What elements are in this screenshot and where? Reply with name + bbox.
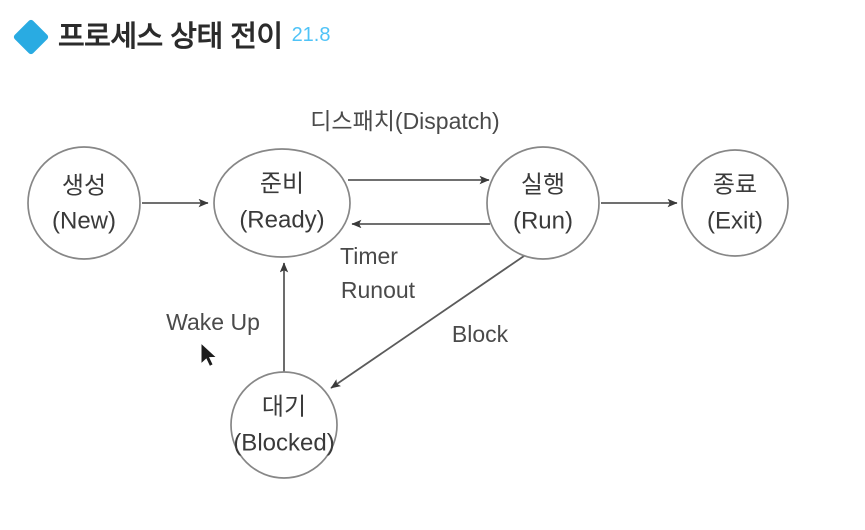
process-state-transition-diagram: 디스패치(Dispatch) Timer Runout Block Wake U… xyxy=(0,60,865,530)
mouse-pointer-icon xyxy=(200,341,218,368)
node-blocked-english: (Blocked) xyxy=(233,429,334,456)
node-exit-english: (Exit) xyxy=(707,207,763,234)
node-new-korean: 생성 xyxy=(62,172,106,199)
edge-label-timer-runout-line2: Runout xyxy=(341,277,416,303)
page-title: 프로세스 상태 전이 21.8 xyxy=(12,10,331,64)
title-text-wrapper: 프로세스 상태 전이 21.8 xyxy=(58,20,331,53)
node-ready-korean: 준비 xyxy=(260,170,304,197)
title-number: 21.8 xyxy=(291,23,331,46)
node-new[interactable]: 생성 (New) xyxy=(27,146,141,260)
node-run[interactable]: 실행 (Run) xyxy=(486,146,600,260)
node-blocked[interactable]: 대기 (Blocked) xyxy=(230,371,338,479)
diamond-bullet-icon xyxy=(12,18,50,56)
edge-label-timer-runout-line1: Timer xyxy=(340,243,398,269)
edge-blocked-to-ready: Wake Up xyxy=(166,262,289,375)
edge-label-wake-up: Wake Up xyxy=(166,309,260,335)
edge-run-to-ready: Timer Runout xyxy=(340,219,490,303)
node-blocked-korean: 대기 xyxy=(262,393,306,420)
node-ready-english: (Ready) xyxy=(239,206,324,233)
edge-label-dispatch: 디스패치(Dispatch) xyxy=(310,108,499,134)
node-run-korean: 실행 xyxy=(521,171,565,198)
node-exit-korean: 종료 xyxy=(713,171,757,198)
edge-run-to-blocked: Block xyxy=(330,255,525,389)
edge-ready-to-run: 디스패치(Dispatch) xyxy=(310,108,500,185)
node-ready[interactable]: 준비 (Ready) xyxy=(213,148,351,258)
node-exit[interactable]: 종료 (Exit) xyxy=(681,149,789,257)
edge-label-block: Block xyxy=(452,321,509,347)
node-run-english: (Run) xyxy=(513,207,573,234)
title-label: 프로세스 상태 전이 xyxy=(58,20,283,53)
node-new-english: (New) xyxy=(52,207,116,234)
